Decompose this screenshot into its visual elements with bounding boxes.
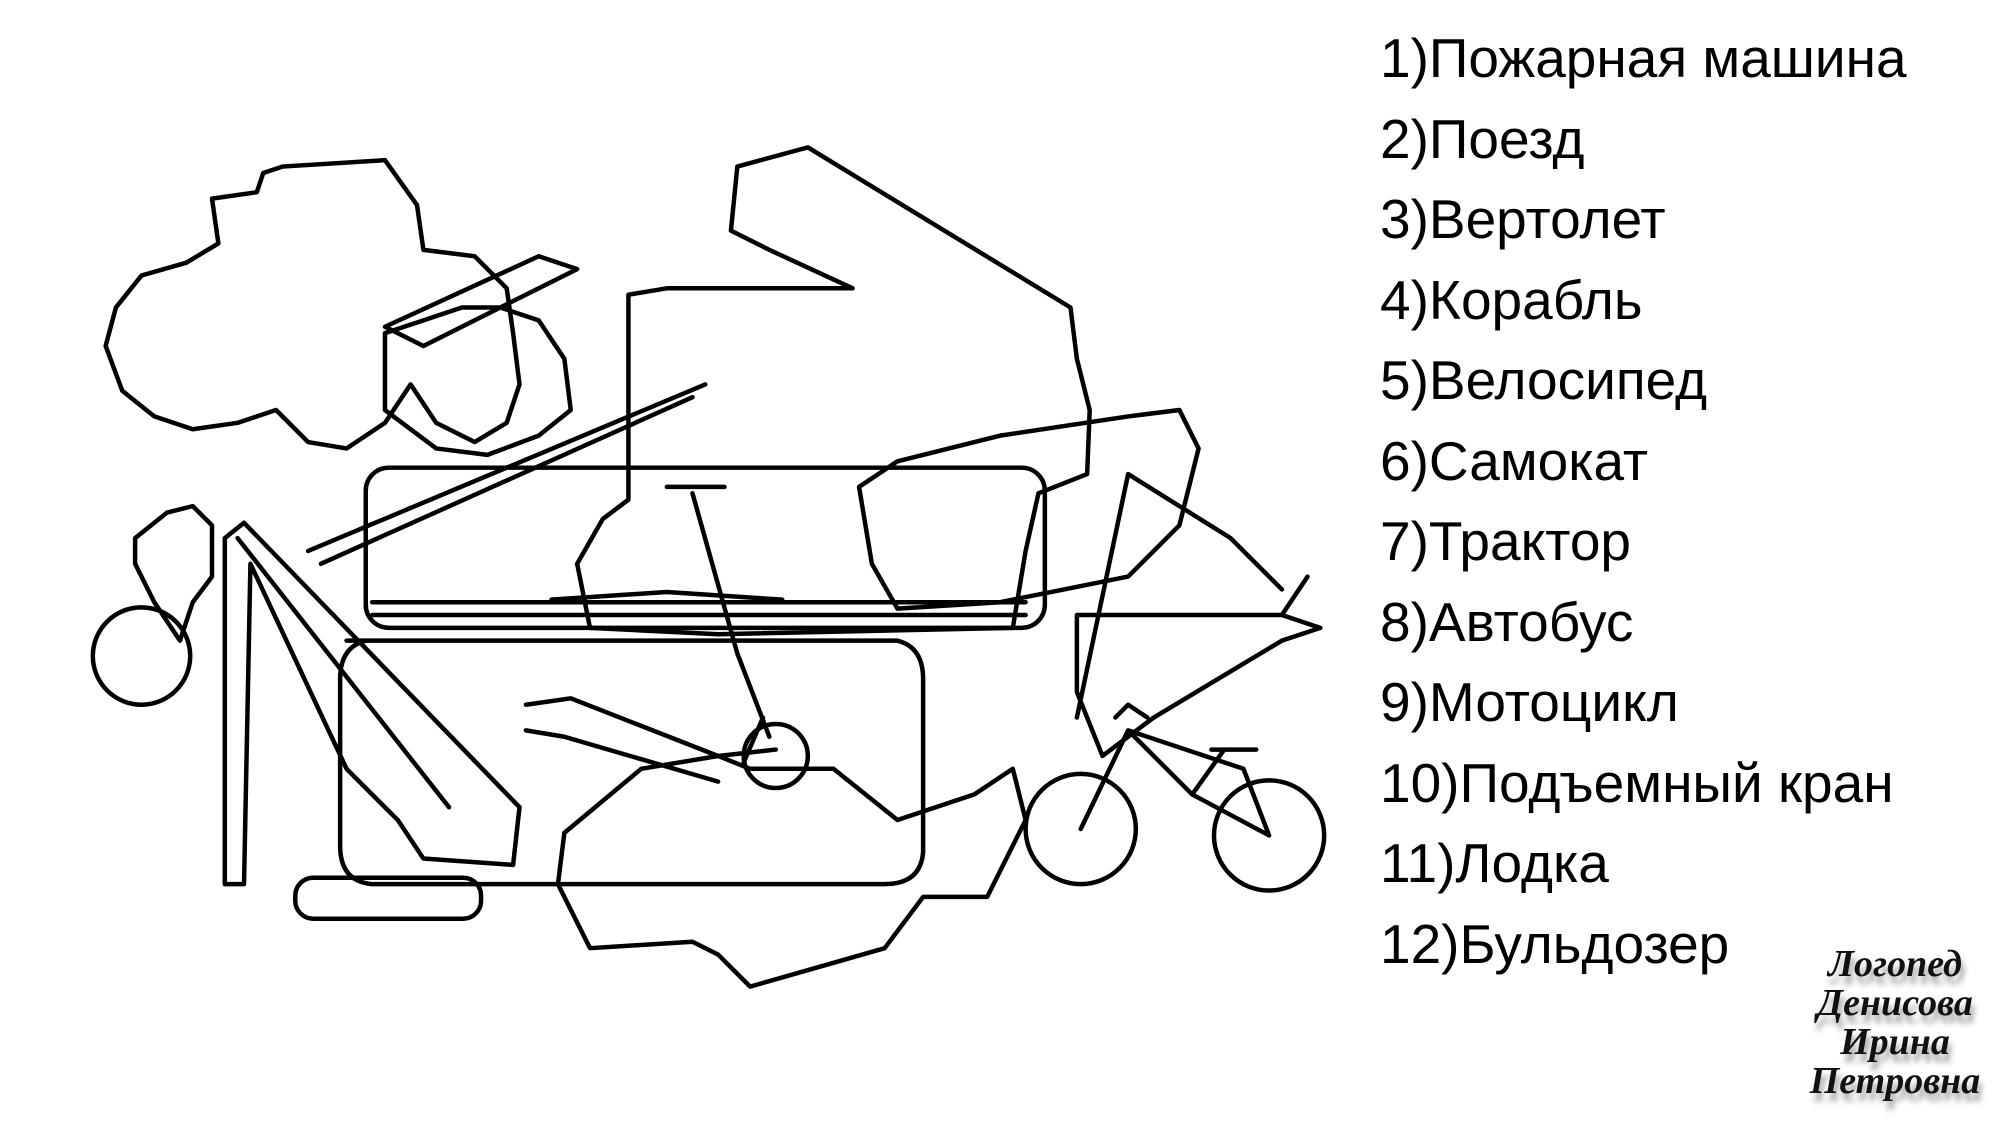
ship-outline xyxy=(856,407,1201,611)
list-item: 7)Трактор xyxy=(1380,510,1632,572)
tractor-outline xyxy=(103,157,522,451)
helicopter-outline xyxy=(305,254,708,567)
list-item: 1)Пожарная машина xyxy=(1380,27,1907,89)
fire-truck-outline xyxy=(369,589,1028,618)
list-item: 6)Самокат xyxy=(1380,429,1649,492)
list-item: 5)Велосипед xyxy=(1380,349,1708,411)
motorcycle-wheel xyxy=(90,605,193,707)
author-signature: Логопед Денисова Ирина Петровна xyxy=(1790,945,2000,1101)
signature-line: Денисова xyxy=(1817,982,1973,1024)
bicycle-frame xyxy=(1078,702,1272,838)
crane-base xyxy=(293,875,484,921)
bulldozer-outline xyxy=(337,638,926,887)
list-item: 8)Автобус xyxy=(1380,590,1634,653)
scooter-outline xyxy=(664,484,772,765)
list-item: 4)Корабль xyxy=(1380,268,1643,331)
motorcycle-outline xyxy=(132,503,215,643)
bicycle-front-wheel xyxy=(1023,771,1139,887)
list-item: 11)Лодка xyxy=(1380,832,1609,894)
list-item: 2)Поезд xyxy=(1380,107,1585,170)
boat-outline xyxy=(1074,471,1323,759)
bus-outline xyxy=(363,465,1048,631)
scooter-wheel xyxy=(741,721,811,791)
signature-line: Ирина xyxy=(1840,1021,1950,1063)
list-item: 3)Вертолет xyxy=(1380,188,1666,250)
list-item: 9)Мотоцикл xyxy=(1380,671,1679,733)
train-outline xyxy=(574,145,1092,637)
signature-line: Логопед xyxy=(1827,943,1962,985)
signature-line: Петровна xyxy=(1809,1060,1981,1102)
crane-outline xyxy=(222,520,522,887)
bicycle-back-wheel xyxy=(1211,778,1327,893)
list-item: 12)Бульдозер xyxy=(1380,912,1730,975)
vehicle-list: 1)Пожарная машина 2)Поезд 3)Вертолет 4)К… xyxy=(1380,18,1907,984)
bulldozer-blade xyxy=(555,753,1028,989)
list-item: 10)Подъемный кран xyxy=(1380,751,1894,814)
